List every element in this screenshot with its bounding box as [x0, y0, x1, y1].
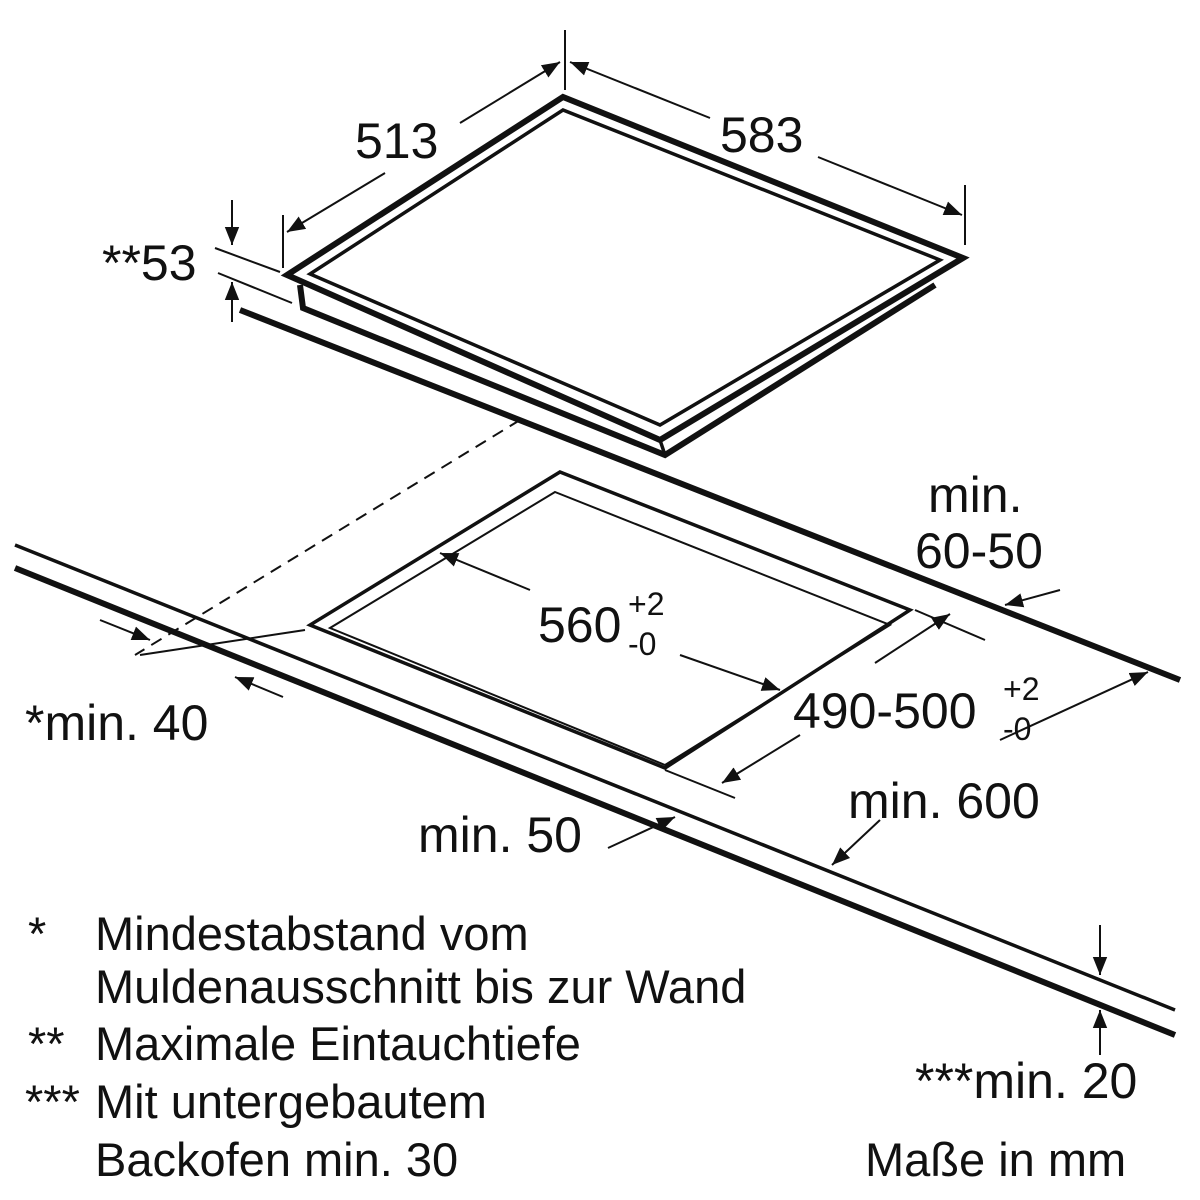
- note-1-line-2: Muldenausschnitt bis zur Wand: [95, 960, 746, 1013]
- worktop-drawing: [13, 247, 1182, 1038]
- back-min-value: 60-50: [915, 523, 1043, 579]
- footnotes: * Mindestabstand vom Muldenausschnitt bi…: [25, 907, 746, 1186]
- note-3-line-1: Mit untergebautem: [95, 1075, 487, 1128]
- height-dimension: **53: [102, 235, 197, 291]
- cutout-depth-tol-plus: +2: [1003, 671, 1039, 707]
- back-min-label: min.: [928, 467, 1022, 523]
- wall-min-dimension: *min. 40: [25, 695, 208, 751]
- cutout-drawing: [306, 470, 914, 770]
- cutout-depth: 490-500: [793, 683, 977, 739]
- width-dimension: 583: [720, 107, 803, 163]
- cutout-width-tol-minus: -0: [628, 626, 656, 662]
- worktop-min-dimension: ***min. 20: [915, 1053, 1137, 1109]
- front-min-dimension: min. 50: [418, 807, 582, 863]
- cutout-width: 560: [538, 597, 621, 653]
- note-2-line-1: Maximale Eintauchtiefe: [95, 1017, 581, 1070]
- note-3-mark: ***: [25, 1075, 80, 1128]
- cutout-depth-tol-minus: -0: [1003, 711, 1031, 747]
- note-3-line-2: Backofen min. 30: [95, 1133, 458, 1186]
- units-label: Maße in mm: [865, 1133, 1126, 1186]
- hob-drawing: [280, 93, 970, 459]
- counter-depth-min: min. 600: [848, 773, 1040, 829]
- note-2-mark: **: [28, 1017, 65, 1070]
- depth-dimension: 513: [355, 113, 438, 169]
- dimension-lines: [99, 30, 1149, 1055]
- note-1-mark: *: [28, 907, 46, 960]
- note-1-line-1: Mindestabstand vom: [95, 907, 529, 960]
- cutout-width-tol-plus: +2: [628, 586, 664, 622]
